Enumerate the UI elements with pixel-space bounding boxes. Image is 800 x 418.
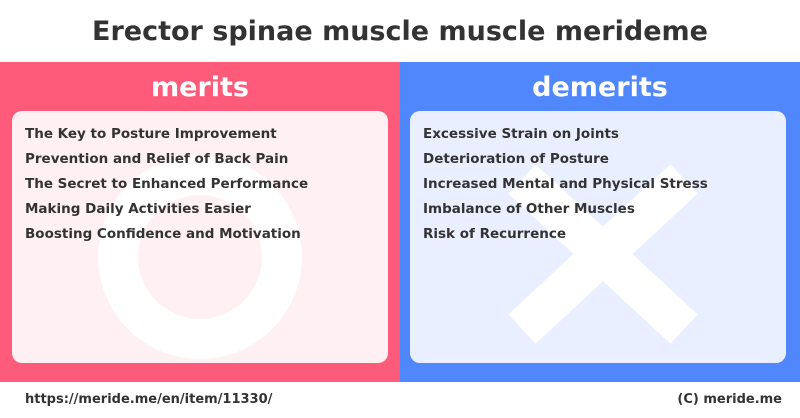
footer-copyright: (C) meride.me	[677, 392, 782, 407]
demerits-list: Excessive Strain on Joints Deterioration…	[423, 124, 708, 249]
merits-panel: merits The Key to Posture Improvement Pr…	[0, 62, 400, 382]
list-item: Risk of Recurrence	[423, 226, 566, 242]
merits-heading: merits	[151, 71, 249, 103]
demerits-heading: demerits	[532, 71, 668, 103]
demerits-card: Excessive Strain on Joints Deterioration…	[410, 111, 786, 363]
list-item: Increased Mental and Physical Stress	[423, 176, 708, 192]
merits-list: The Key to Posture Improvement Preventio…	[25, 124, 308, 249]
merits-card: The Key to Posture Improvement Preventio…	[12, 111, 388, 363]
page-title: Erector spinae muscle muscle merideme	[92, 15, 708, 47]
list-item: Excessive Strain on Joints	[423, 126, 619, 142]
cross-icon	[508, 164, 698, 344]
circle-icon	[98, 155, 302, 359]
list-item: Imbalance of Other Muscles	[423, 201, 635, 217]
list-item: Making Daily Activities Easier	[25, 201, 251, 217]
list-item: Prevention and Relief of Back Pain	[25, 151, 289, 167]
list-item: The Key to Posture Improvement	[25, 126, 277, 142]
list-item: The Secret to Enhanced Performance	[25, 176, 309, 192]
list-item: Deterioration of Posture	[423, 151, 609, 167]
footer-url-link[interactable]: https://meride.me/en/item/11330/	[25, 392, 273, 407]
demerits-panel: demerits Excessive Strain on Joints Dete…	[400, 62, 800, 382]
list-item: Boosting Confidence and Motivation	[25, 226, 301, 242]
